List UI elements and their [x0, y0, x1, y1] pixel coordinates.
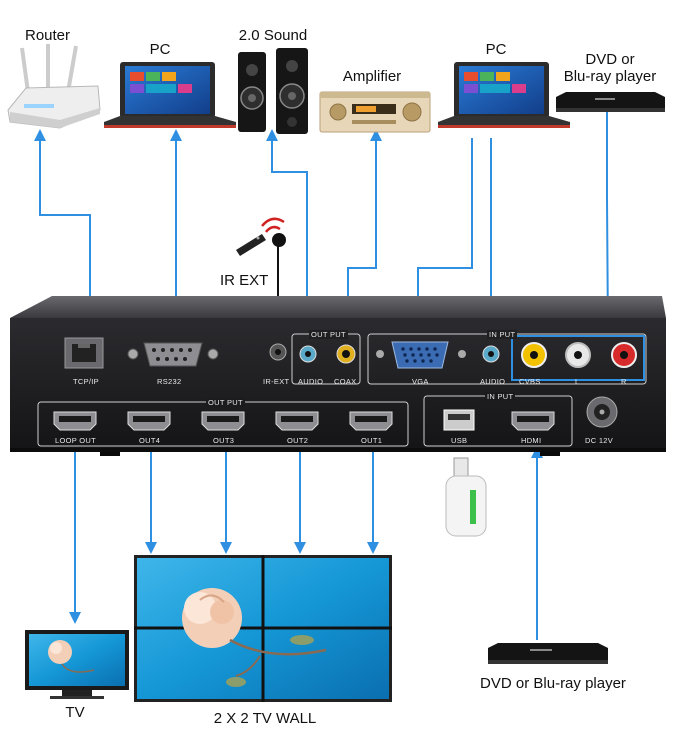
matrix-switch-device: [10, 296, 666, 456]
pc-left-label: PC: [149, 41, 171, 58]
tv-wall-device: [134, 555, 392, 702]
dvd-top-arrow: [601, 112, 614, 344]
usb-label: USB: [451, 436, 468, 445]
connection-arrows: [34, 112, 614, 640]
ir-ext-label: IR EXT: [220, 272, 269, 289]
input-top-label: IN PUT: [487, 330, 518, 339]
pc-right-label: PC: [485, 41, 507, 58]
usb-dongle: [445, 457, 487, 537]
rs232-label: RS232: [157, 377, 182, 386]
pc-left-device: [104, 62, 236, 128]
sound-label: 2.0 Sound: [238, 27, 308, 44]
tcpip-label: TCP/IP: [73, 377, 99, 386]
coax-label: COAX: [334, 377, 357, 386]
out4-label: OUT4: [139, 436, 161, 445]
audio-out-label: AUDIO: [298, 377, 324, 386]
l-label: L: [575, 377, 580, 386]
dvd-top-label-line2: Blu-ray player: [563, 68, 657, 85]
vga-label: VGA: [412, 377, 429, 386]
output-bottom-label: OUT PUT: [206, 398, 245, 407]
loop-out-label: LOOP OUT: [55, 436, 97, 445]
router-device: [7, 44, 101, 129]
out1-label: OUT1: [361, 436, 383, 445]
pc-right-device: [438, 62, 570, 128]
dvd-bottom-device: [488, 643, 608, 664]
out2-label: OUT2: [287, 436, 309, 445]
dvd-top-device: [556, 92, 665, 112]
sound-arrow: [266, 129, 308, 338]
dc-label: DC 12V: [585, 436, 614, 445]
output-top-label: OUT PUT: [309, 330, 348, 339]
dvd-top-label-line1: DVD or: [585, 51, 635, 68]
ir-ext-port-label: IR-EXT: [263, 377, 290, 386]
ir-remote: [236, 217, 286, 256]
amplifier-label: Amplifier: [342, 68, 402, 85]
r-label: R: [621, 377, 627, 386]
dvd-bottom-label: DVD or Blu-ray player: [480, 675, 626, 692]
tv-label: TV: [65, 704, 85, 721]
out3-label: OUT3: [213, 436, 235, 445]
router-label: Router: [25, 27, 71, 44]
hdmi-label: HDMI: [521, 436, 542, 445]
cvbs-label: CVBS: [519, 377, 541, 386]
tv-device: [25, 630, 129, 699]
audio-in-label: AUDIO: [480, 377, 506, 386]
tv-wall-label: 2 X 2 TV WALL: [213, 710, 317, 727]
router-arrow: [34, 129, 91, 340]
sound-device: [238, 48, 308, 134]
input-bottom-label: IN PUT: [485, 392, 516, 401]
amplifier-device: [319, 91, 431, 133]
